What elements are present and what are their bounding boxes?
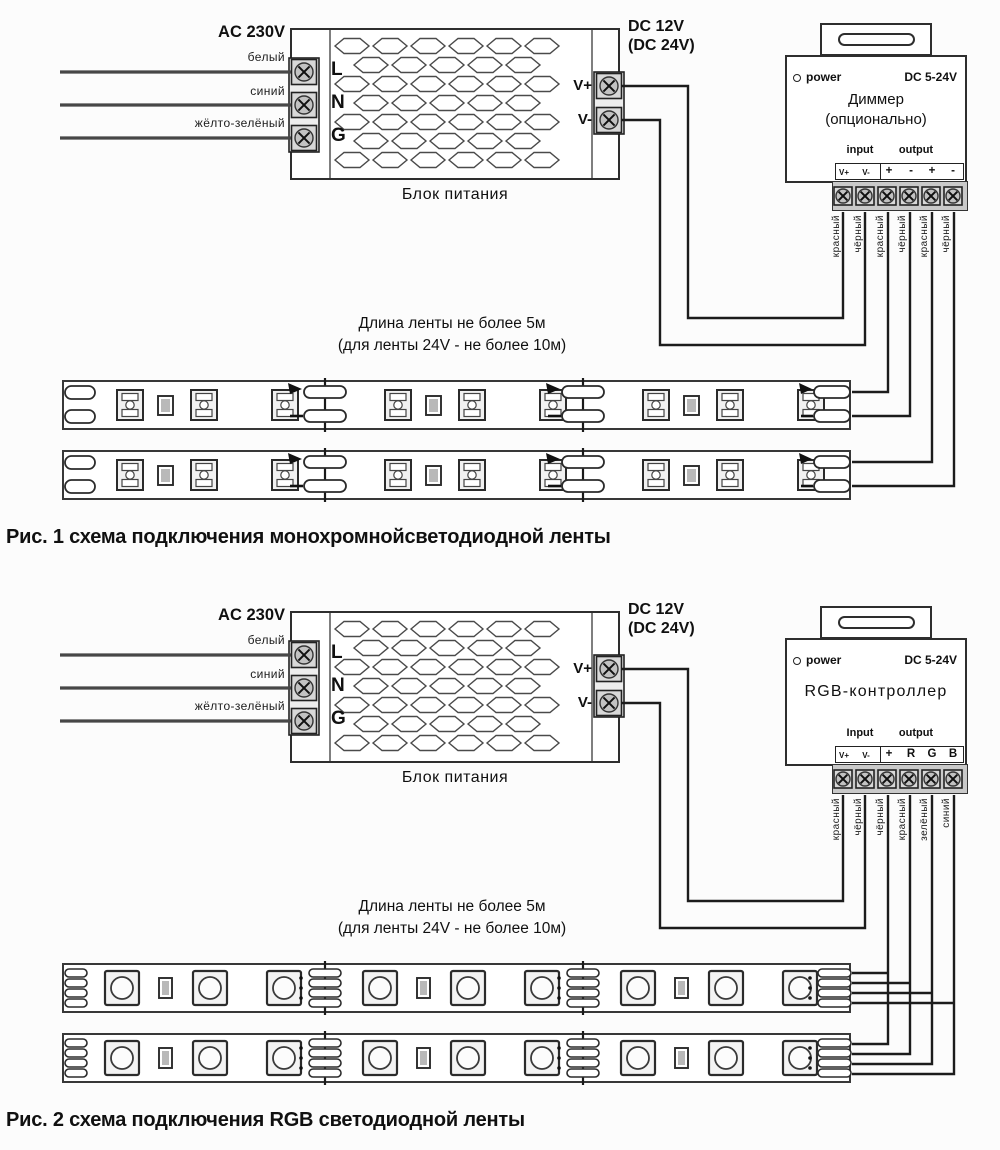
controller-mounting-slot xyxy=(838,33,915,46)
terminal-label: + xyxy=(928,165,936,177)
controller-voltage-label: DC 5-24V xyxy=(904,653,957,667)
wire-color-label: чёрный xyxy=(853,798,864,836)
dc-voltage-label-line2: (DC 24V) xyxy=(628,620,695,637)
mains-wire-label-blue: синий xyxy=(250,667,285,681)
controller-output-label: output xyxy=(898,144,934,156)
wire-color-label: чёрный xyxy=(941,215,952,253)
terminal-label: + xyxy=(885,748,893,760)
ac-voltage-label: AC 230V xyxy=(218,606,285,624)
controller-input-label: input xyxy=(846,144,874,156)
psu-terminal-L: L xyxy=(331,59,343,80)
strip-length-note-line1: Длина ленты не более 5м xyxy=(358,898,546,915)
terminal-label: R xyxy=(906,748,916,760)
controller-screw-terminal-block xyxy=(832,181,968,211)
rgb-led-strip xyxy=(62,963,851,1013)
terminal-label: B xyxy=(948,748,958,760)
terminal-label: V+ xyxy=(838,168,849,177)
controller-title: Диммер xyxy=(848,91,904,108)
power-label: power xyxy=(806,653,842,667)
psu-terminal-vminus: V- xyxy=(577,111,592,128)
psu-terminal-vplus: V+ xyxy=(573,77,592,94)
wire-color-label: чёрный xyxy=(853,215,864,253)
wire-color-label: красный xyxy=(875,215,886,258)
strip-length-note-line2: (для ленты 24V - не более 10м) xyxy=(337,337,567,354)
power-indicator-icon xyxy=(793,74,801,82)
controller-mounting-slot xyxy=(838,616,915,629)
controller-output-label: output xyxy=(898,727,934,739)
psu-terminal-G: G xyxy=(331,125,346,146)
strip-length-note-line1: Длина ленты не более 5м xyxy=(358,315,546,332)
mains-wire-label-yellow-green: жёлто-зелёный xyxy=(194,116,285,130)
dc-voltage-label-line1: DC 12V xyxy=(628,18,685,35)
terminal-label: G xyxy=(927,748,937,760)
wire-color-label: красный xyxy=(831,215,842,258)
power-label: power xyxy=(806,70,842,84)
mains-wire-label-yellow-green: жёлто-зелёный xyxy=(194,699,285,713)
led-strip xyxy=(62,380,851,430)
mains-wire-label-white: белый xyxy=(247,50,285,64)
psu-caption: Блок питания xyxy=(401,769,509,786)
psu-terminal-vminus: V- xyxy=(577,694,592,711)
mains-wire-label-white: белый xyxy=(247,633,285,647)
wire-color-label: чёрный xyxy=(897,215,908,253)
psu-terminal-L: L xyxy=(331,642,343,663)
terminal-label: + xyxy=(885,165,893,177)
controller-title: RGB-контроллер xyxy=(804,683,948,700)
wire-color-label: красный xyxy=(897,798,908,841)
psu-terminal-G: G xyxy=(331,708,346,729)
wire-color-label: чёрный xyxy=(875,798,886,836)
led-strip xyxy=(62,450,851,500)
controller-input-label: Input xyxy=(846,727,874,739)
controller-terminal-labels: V+ V- + R G B xyxy=(834,745,964,763)
controller-screw-terminal-block xyxy=(832,764,968,794)
wire-color-label: зелёный xyxy=(919,798,930,841)
power-indicator-icon xyxy=(793,657,801,665)
strip-length-note-line2: (для ленты 24V - не более 10м) xyxy=(337,920,567,937)
controller-subtitle: (опционально) xyxy=(825,111,927,128)
rgb-led-strip xyxy=(62,1033,851,1083)
controller-voltage-label: DC 5-24V xyxy=(904,70,957,84)
controller-terminal-labels: V+ V- + - + - xyxy=(834,162,964,180)
psu-caption: Блок питания xyxy=(401,186,509,203)
psu-terminal-N: N xyxy=(331,675,345,696)
mains-wire-label-blue: синий xyxy=(250,84,285,98)
dc-voltage-label-line2: (DC 24V) xyxy=(628,37,695,54)
figure-caption: Рис. 2 схема подключения RGB светодиодно… xyxy=(6,1109,525,1131)
terminal-label: - xyxy=(951,165,955,177)
dc-voltage-label-line1: DC 12V xyxy=(628,601,685,618)
psu-terminal-vplus: V+ xyxy=(573,660,592,677)
terminal-label: V+ xyxy=(838,751,849,760)
terminal-label: V- xyxy=(862,751,870,760)
wire-color-label: синий xyxy=(941,798,952,828)
terminal-label: - xyxy=(909,165,913,177)
figure-caption: Рис. 1 схема подключения монохромнойсвет… xyxy=(6,526,611,548)
figure-2-rgb-wiring-diagram: AC 230V белый синий жёлто-зелёный L N G … xyxy=(0,583,1000,1150)
psu-terminal-N: N xyxy=(331,92,345,113)
ac-voltage-label: AC 230V xyxy=(218,23,285,41)
wire-color-label: красный xyxy=(831,798,842,841)
wire-color-label: красный xyxy=(919,215,930,258)
figure-1-monochrome-wiring-diagram: AC 230V белый синий жёлто-зелёный L N G … xyxy=(0,0,1000,572)
terminal-label: V- xyxy=(862,168,870,177)
